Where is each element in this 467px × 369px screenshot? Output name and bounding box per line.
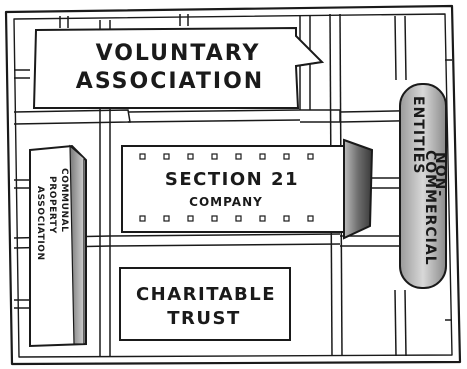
voluntary-association-part: VOLUNTARY ASSOCIATION bbox=[34, 28, 322, 108]
communal-property-association-part: COMMUNAL PROPERTY ASSOCIATION bbox=[30, 146, 86, 346]
charitable-trust-label-line2: TRUST bbox=[167, 308, 241, 329]
communal-property-label-line3: ASSOCIATION bbox=[35, 186, 45, 261]
voluntary-association-label-line2: ASSOCIATION bbox=[76, 69, 264, 94]
charitable-trust-label-line1: CHARITABLE bbox=[136, 284, 276, 305]
non-commercial-entities-part: NON- COMMERCIAL ENTITIES bbox=[400, 84, 448, 288]
communal-property-label-line2: PROPERTY bbox=[47, 176, 57, 234]
section-21-label-line2: COMPANY bbox=[189, 195, 263, 209]
section-21-company-part: SECTION 21 COMPANY bbox=[122, 140, 372, 238]
communal-property-label-line1: COMMUNAL bbox=[59, 168, 69, 233]
voluntary-association-label-line1: VOLUNTARY bbox=[96, 41, 261, 66]
non-commercial-label-line3: ENTITIES bbox=[410, 96, 426, 174]
section-21-label-line1: SECTION 21 bbox=[165, 169, 299, 190]
charitable-trust-part: CHARITABLE TRUST bbox=[120, 268, 290, 340]
section-21-shaded-tab bbox=[344, 140, 372, 238]
